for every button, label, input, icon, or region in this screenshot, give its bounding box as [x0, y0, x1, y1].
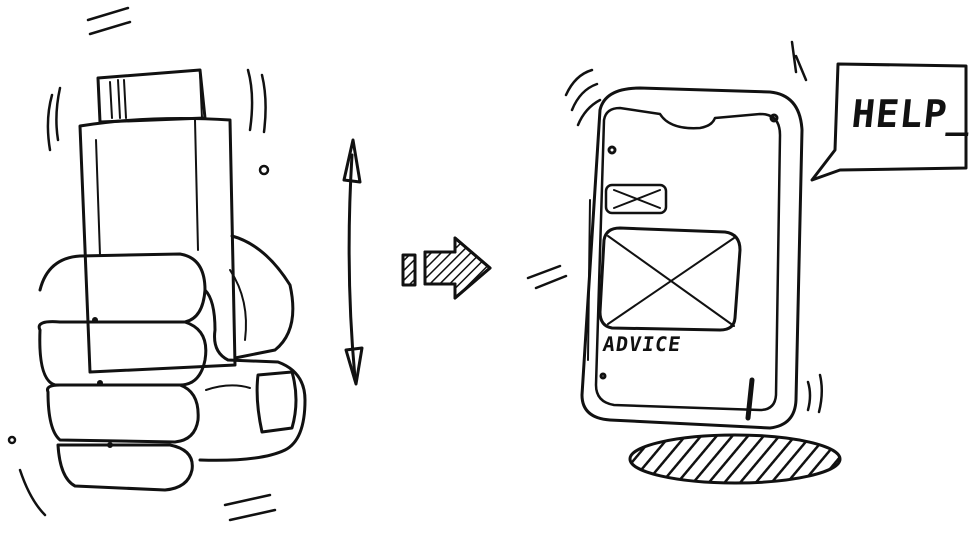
speech-bubble-text: HELP_.	[850, 92, 970, 136]
hand-gripping-inhaler-icon	[39, 70, 305, 490]
right-arrow-icon	[403, 238, 490, 298]
phone-screen-caption: ADVICE	[601, 332, 683, 356]
image-placeholder-icon	[600, 228, 740, 330]
double-arrow-icon	[344, 140, 362, 384]
shadow-ellipse-icon	[630, 435, 840, 483]
shake-lines-icon	[9, 8, 275, 520]
text-placeholder-icon	[606, 185, 666, 213]
smartphone-icon	[582, 88, 802, 428]
